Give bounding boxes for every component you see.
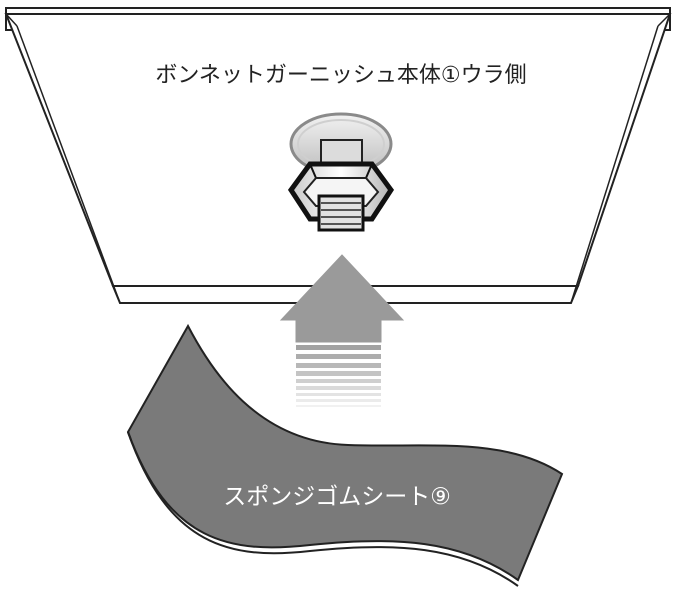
bolt-nut-icon (287, 112, 395, 232)
sheet-label: スポンジゴムシート⑨ (223, 484, 451, 510)
sponge-rubber-sheet (126, 323, 564, 587)
panel-label: ボンネットガーニッシュ本体①ウラ側 (155, 63, 526, 88)
up-arrow-icon (279, 254, 405, 407)
